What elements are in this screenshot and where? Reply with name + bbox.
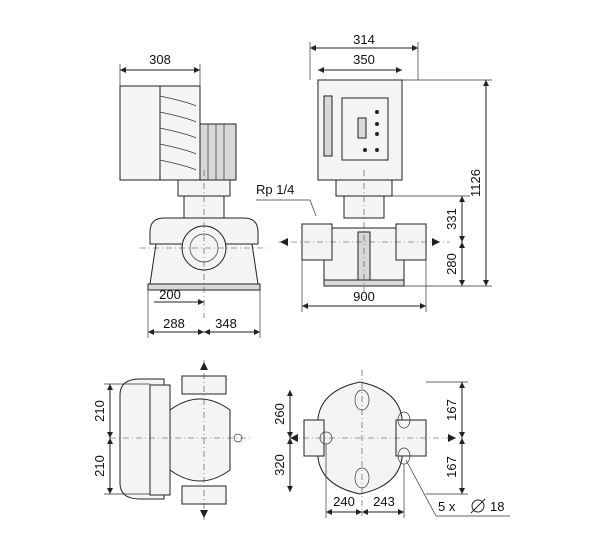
dim-348: 348 bbox=[215, 316, 237, 331]
dim-240: 240 bbox=[333, 494, 355, 509]
dim-210-top: 210 bbox=[92, 400, 107, 422]
base-hole-4 bbox=[397, 411, 411, 429]
top-view: 210 210 bbox=[92, 360, 250, 520]
top-pump-body bbox=[169, 398, 231, 482]
dim-900: 900 bbox=[353, 289, 375, 304]
dim-288: 288 bbox=[163, 316, 185, 331]
dim-331: 331 bbox=[444, 208, 459, 230]
dim-210-bottom: 210 bbox=[92, 455, 107, 477]
dim-308: 308 bbox=[149, 52, 171, 67]
dim-314: 314 bbox=[353, 32, 375, 47]
side-view: 308 200 288 348 bbox=[119, 52, 268, 338]
base-view: 260 320 167 167 240 243 5 x 18 bbox=[272, 370, 510, 518]
dim-260: 260 bbox=[272, 403, 287, 425]
label-rp: Rp 1/4 bbox=[256, 182, 294, 197]
front-brand-strip bbox=[323, 95, 333, 157]
side-motor-box bbox=[119, 85, 161, 181]
label-hole-diameter: 18 bbox=[490, 499, 504, 514]
dim-350: 350 bbox=[353, 52, 375, 67]
label-holes: 5 x bbox=[438, 499, 456, 514]
dim-200: 200 bbox=[159, 287, 181, 302]
front-view: Rp 1/4 314 350 900 331 280 1126 bbox=[256, 32, 492, 312]
dim-280: 280 bbox=[444, 253, 459, 275]
side-fin-lines bbox=[159, 95, 197, 171]
dim-320: 320 bbox=[272, 454, 287, 476]
dim-167-bottom: 167 bbox=[444, 456, 459, 478]
diameter-icon bbox=[470, 498, 486, 514]
dim-167-top: 167 bbox=[444, 399, 459, 421]
dim-1126: 1126 bbox=[468, 169, 483, 197]
dim-243: 243 bbox=[373, 494, 395, 509]
side-motor-rear bbox=[199, 123, 237, 181]
